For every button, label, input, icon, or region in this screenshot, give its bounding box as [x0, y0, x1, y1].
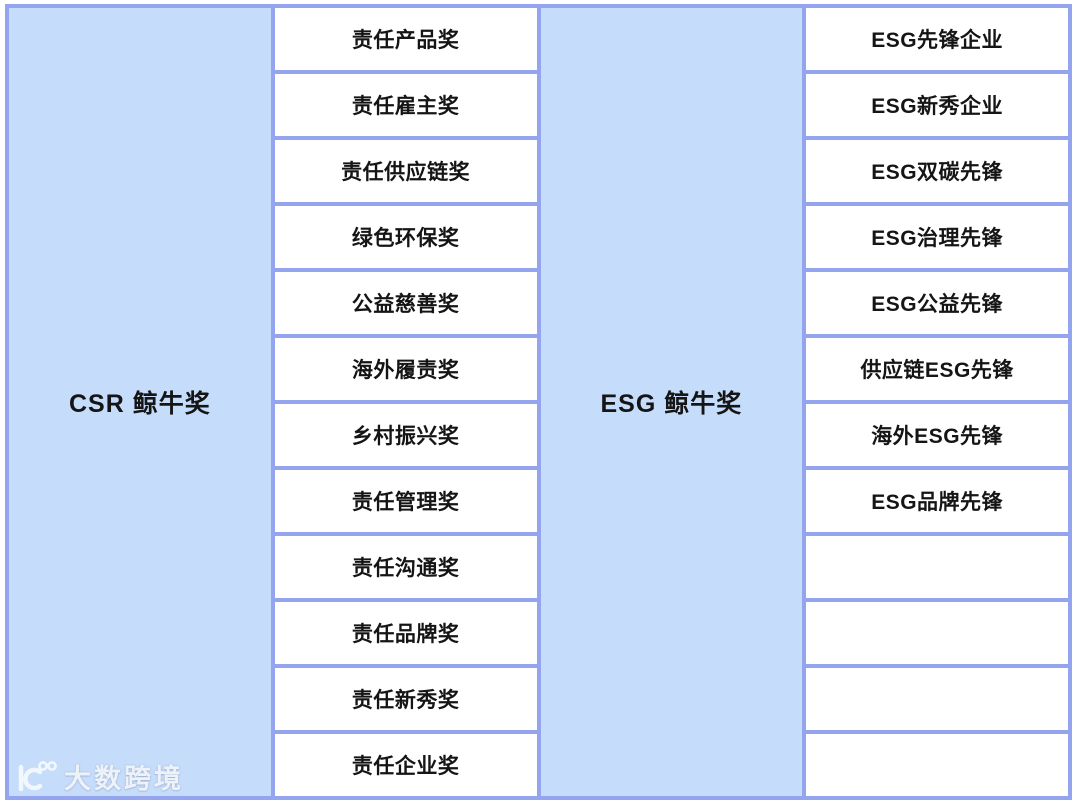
award-cell: 供应链ESG先锋	[806, 338, 1068, 400]
category-header-csr: CSR 鲸牛奖	[9, 8, 271, 796]
awards-table: CSR 鲸牛奖 责任产品奖 责任雇主奖 责任供应链奖 绿色环保奖 公益慈善奖 海…	[5, 4, 1072, 800]
award-cell: 责任雇主奖	[274, 74, 537, 136]
award-cell: 公益慈善奖	[274, 272, 537, 334]
award-cell: ESG先锋企业	[806, 8, 1068, 70]
award-cell-empty	[806, 536, 1068, 598]
award-cell: ESG公益先锋	[806, 272, 1068, 334]
award-cell-empty	[806, 602, 1068, 664]
award-cell: 责任新秀奖	[274, 668, 537, 730]
award-cell: 乡村振兴奖	[274, 404, 537, 466]
award-cell: 绿色环保奖	[274, 206, 537, 268]
award-cell: ESG新秀企业	[806, 74, 1068, 136]
award-cell: ESG品牌先锋	[806, 470, 1068, 532]
award-cell: 责任管理奖	[274, 470, 537, 532]
award-cell: 责任企业奖	[274, 734, 537, 796]
award-cell: ESG双碳先锋	[806, 140, 1068, 202]
category-header-esg: ESG 鲸牛奖	[540, 8, 803, 796]
award-cell-empty	[806, 668, 1068, 730]
award-cell: 责任产品奖	[274, 8, 537, 70]
award-cell: 责任供应链奖	[274, 140, 537, 202]
award-cell: ESG治理先锋	[806, 206, 1068, 268]
award-cell-empty	[806, 734, 1068, 796]
award-cell: 海外履责奖	[274, 338, 537, 400]
award-cell: 责任品牌奖	[274, 602, 537, 664]
award-cell: 责任沟通奖	[274, 536, 537, 598]
award-cell: 海外ESG先锋	[806, 404, 1068, 466]
